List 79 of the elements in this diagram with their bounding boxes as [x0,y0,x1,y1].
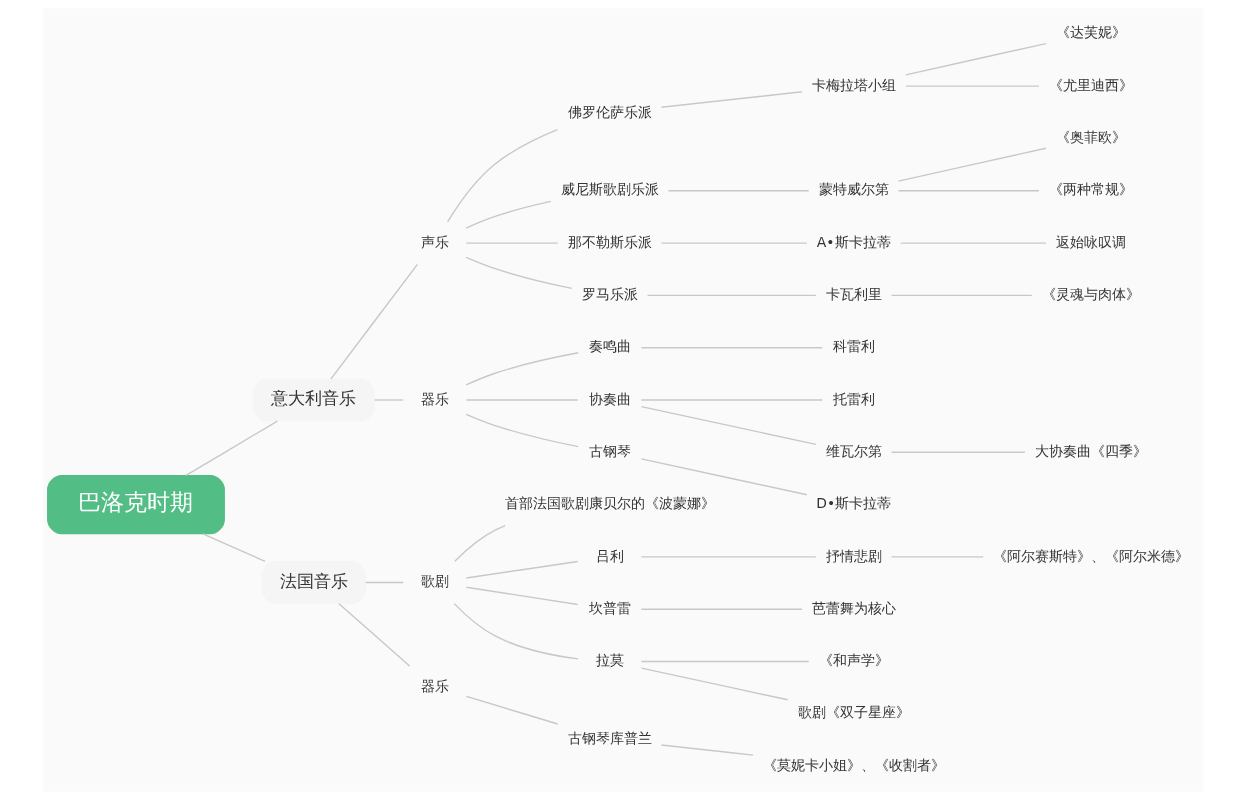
node-text: 古钢琴 [588,442,631,459]
connector [640,405,817,446]
connector [646,294,817,297]
connector [364,581,404,584]
node-text: 歌剧 [420,573,449,590]
connector [660,91,803,108]
connector [465,560,578,579]
node-text: 古钢琴库普兰 [567,730,652,746]
connector [464,200,551,229]
node-text: 大协奏曲《四季》 [1034,442,1147,459]
connector [904,85,1039,87]
connector [465,256,572,290]
connector [640,608,803,610]
node-text: 《达芙妮》 [1055,24,1126,41]
connector [453,602,579,660]
connector [465,242,558,244]
connector [640,347,823,349]
connector [465,413,579,448]
connector [640,399,823,401]
node-text: 返始咏叹调 [1055,233,1126,250]
connector [465,399,578,401]
node-text: 声乐 [420,233,449,250]
node-text: 抒情悲剧 [825,547,882,564]
node-text: 歌剧《双子星座》 [797,704,910,721]
connector [660,744,754,756]
node-text: 吕利 [595,547,624,564]
node-text: 那不勒斯乐派 [567,233,652,250]
connector [329,263,418,380]
node-text: 《奥菲欧》 [1055,129,1126,146]
node-text: 蒙特威尔第 [818,181,889,198]
node-text: 佛罗伦萨乐派 [567,103,652,120]
connector [890,556,984,558]
node-text: A•斯卡拉蒂 [816,233,891,250]
node-text: 维瓦尔第 [825,442,882,459]
node-text: 协奏曲 [588,390,631,407]
node-text: D•斯卡拉蒂 [815,495,891,512]
connector [640,667,788,701]
node-text: 卡梅拉塔小组 [811,76,896,93]
node-text: 《和声学》 [818,652,889,669]
connector [667,190,809,192]
connector [337,602,410,667]
connector [446,128,558,223]
connector [184,420,278,477]
connector [640,660,809,663]
node-text: 芭蕾舞为核心 [811,599,896,616]
node-text: 《尤里迪西》 [1048,76,1133,93]
node-text: 意大利音乐 [270,388,356,409]
connector [660,242,808,244]
node-text: 《莫妮卡小姐》、《收割者》 [762,756,945,773]
connector [890,294,1032,297]
connector [899,242,1047,244]
node-text: 法国音乐 [279,570,348,591]
node-text: 《两种常规》 [1048,181,1133,198]
connector [890,451,1026,453]
connector [453,524,506,562]
node-text: 科雷利 [832,338,875,355]
connector [465,586,578,606]
node-text: 坎普雷 [588,599,631,616]
connector [201,533,266,563]
connector [465,695,558,725]
node-text: 首部法国歌剧康贝尔的《波蒙娜》 [504,495,715,512]
node-text: 罗马乐派 [581,285,638,302]
connector [897,190,1040,192]
node-text: 威尼斯歌剧乐派 [560,181,659,198]
connector [897,147,1047,182]
node-text: 器乐 [420,390,449,407]
connector [464,352,579,386]
node-text: 奏鸣曲 [588,338,631,355]
node-text: 托雷利 [832,390,875,407]
connector [640,556,817,558]
connector [904,42,1047,76]
node-box: 巴洛克时期 [46,474,225,535]
connector [640,458,808,496]
node-text: 拉莫 [595,652,624,669]
node-text: 器乐 [420,677,449,694]
node-text: 卡瓦利里 [825,285,882,302]
node-text: 《阿尔赛斯特》、《阿尔米德》 [992,547,1189,564]
node-text: 《灵魂与肉体》 [1041,285,1140,302]
connector [373,399,404,401]
